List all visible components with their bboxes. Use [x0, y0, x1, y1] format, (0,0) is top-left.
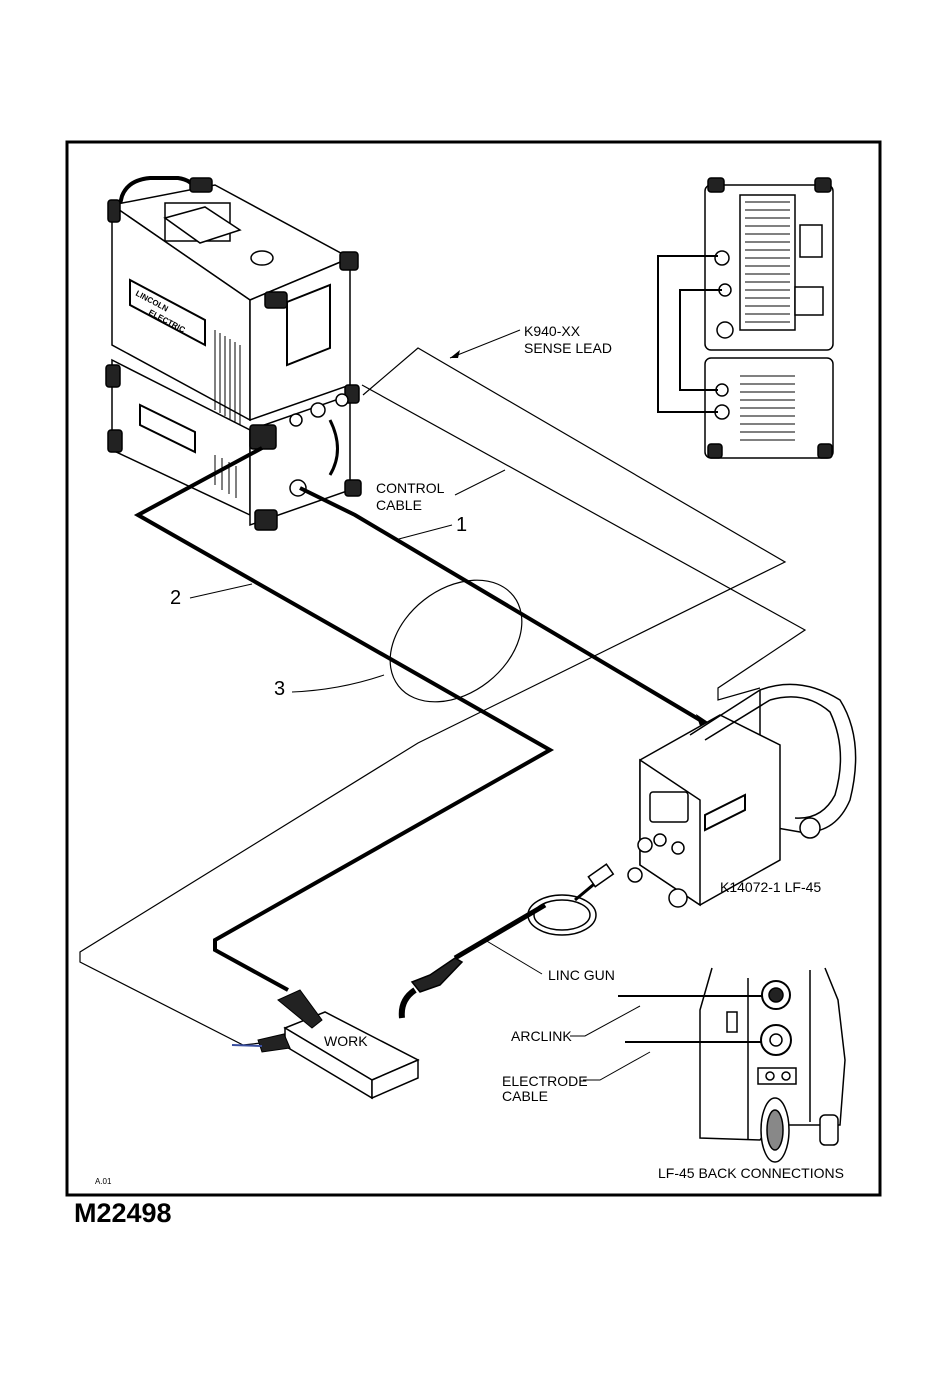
callout-2: 2 — [170, 587, 181, 609]
electrode-cable-line — [300, 488, 700, 720]
callout-3-leader — [292, 675, 384, 692]
electrode-cable-label-1: ELECTRODE — [502, 1073, 588, 1089]
control-cable-pointer — [455, 470, 505, 495]
welding-gun — [402, 864, 614, 1018]
wire-feeder — [628, 684, 856, 907]
power-source — [106, 178, 361, 530]
control-cable-label-2: CABLE — [376, 497, 422, 513]
callout-3: 3 — [274, 678, 285, 700]
linc-gun-label: LINC GUN — [548, 967, 615, 983]
arclink-label: ARCLINK — [511, 1028, 572, 1044]
callout-3-ellipse — [366, 555, 545, 727]
work-cable-line — [138, 448, 550, 990]
drawing-number: M22498 — [74, 1198, 172, 1228]
work-label: WORK — [324, 1033, 368, 1049]
callout-2-leader — [190, 584, 252, 598]
sense-lead-label: SENSE LEAD — [524, 340, 612, 356]
electrode-leader — [583, 1052, 650, 1080]
callout-1-leader — [395, 525, 452, 540]
linc-gun-pointer — [485, 940, 542, 974]
workpiece — [285, 1012, 418, 1098]
callout-1: 1 — [456, 514, 467, 536]
revision-label: A.01 — [95, 1177, 112, 1186]
back-connections-detail — [700, 968, 845, 1162]
arclink-leader — [570, 1006, 640, 1036]
electrode-cable-label-2: CABLE — [502, 1088, 548, 1104]
back-connections-label: LF-45 BACK CONNECTIONS — [658, 1165, 844, 1181]
sense-lead-part-label: K940-XX — [524, 323, 581, 339]
sense-lead-pointer — [450, 330, 520, 358]
rear-panel-inset — [705, 178, 833, 458]
control-cable-label-1: CONTROL — [376, 480, 445, 496]
feeder-label: K14072-1 LF-45 — [720, 879, 821, 895]
work-lead-blue — [232, 1045, 262, 1046]
